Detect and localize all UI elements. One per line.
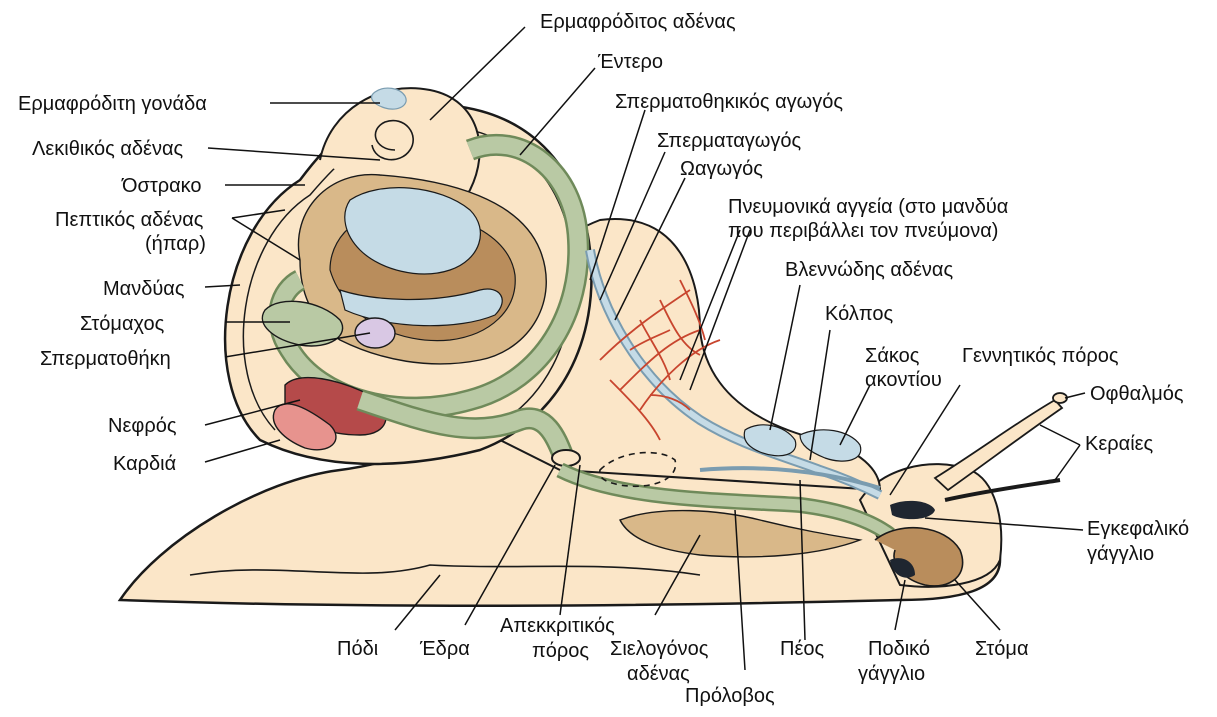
label-eye: Οφθαλμός — [1090, 383, 1184, 405]
label-mantle: Μανδύας — [103, 278, 185, 300]
label-excretory-pore-2: πόρος — [532, 640, 589, 662]
label-vas-deferens: Σπερματαγωγός — [657, 130, 802, 152]
label-tentacles: Κεραίες — [1085, 433, 1154, 455]
label-gonad: Ερμαφρόδιτη γονάδα — [18, 93, 207, 115]
anus-shape — [552, 450, 580, 466]
label-albumen-gland: Λεκιθικός αδένας — [32, 138, 184, 160]
label-mouth: Στόμα — [975, 638, 1029, 660]
label-kidney: Νεφρός — [108, 415, 177, 437]
label-hermaphrodite-duct: Ερμαφρόδιτος αδένας — [540, 11, 736, 33]
label-digestive-gland-2: (ήπαρ) — [145, 233, 206, 255]
label-crop: Πρόλοβος — [685, 685, 775, 707]
label-pulmonary-vessels-2: που περιβάλλει τον πνεύμονα) — [728, 220, 998, 242]
label-heart: Καρδιά — [113, 453, 176, 475]
label-stomach: Στόμαχος — [80, 313, 165, 335]
label-digestive-gland-1: Πεπτικός αδένας — [55, 209, 204, 231]
label-spermatheca: Σπερματοθήκη — [40, 348, 171, 370]
label-anus: Έδρα — [419, 638, 470, 660]
label-salivary-gland-1: Σιελογόνος — [610, 638, 709, 660]
label-oviduct: Ωαγωγός — [680, 158, 763, 180]
label-cerebral-ganglion-2: γάγγλιο — [1087, 543, 1154, 565]
spermatheca-shape — [355, 318, 395, 348]
label-sinus: Κόλπος — [825, 303, 893, 325]
label-penis: Πέος — [780, 638, 824, 660]
label-shell: Όστρακο — [121, 175, 202, 197]
label-mucous-gland: Βλεννώδης αδένας — [785, 259, 953, 281]
label-sperm-duct: Σπερματοθηκικός αγωγός — [615, 91, 843, 113]
eye-tip — [1053, 393, 1067, 403]
upper-tentacle — [935, 400, 1062, 490]
label-excretory-pore-1: Απεκκριτικός — [500, 615, 615, 637]
label-foot: Πόδι — [337, 638, 378, 660]
label-pedal-ganglion-2: γάγγλιο — [858, 663, 925, 685]
label-pedal-ganglion-1: Ποδικό — [868, 638, 930, 660]
label-genital-pore: Γεννητικός πόρος — [962, 345, 1119, 367]
label-dart-sac-2: ακοντίου — [865, 369, 942, 391]
label-salivary-gland-2: αδένας — [627, 663, 690, 685]
label-pulmonary-vessels-1: Πνευμονικά αγγεία (στο μανδύα — [728, 196, 1008, 218]
label-intestine: Έντερο — [597, 51, 663, 73]
label-cerebral-ganglion-1: Εγκεφαλικό — [1087, 518, 1189, 540]
label-dart-sac-1: Σάκος — [865, 345, 920, 367]
